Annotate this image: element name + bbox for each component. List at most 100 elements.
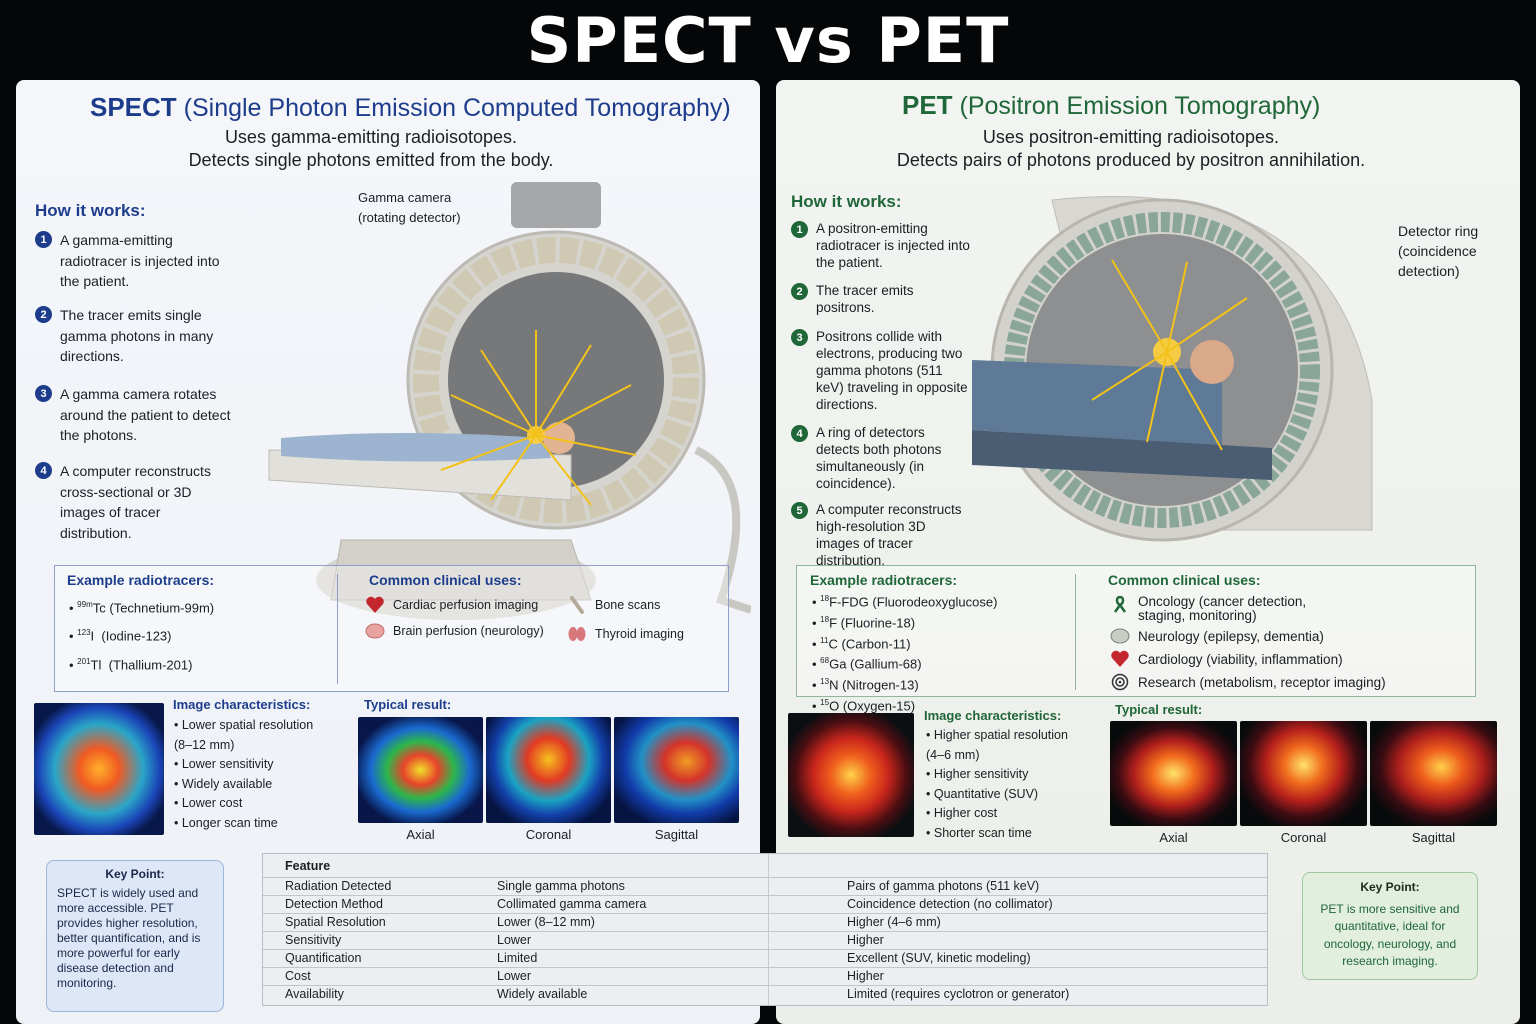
spect-step-3: 3 A gamma camera rotates around the pati… <box>35 384 235 446</box>
spect-result-heading: Typical result: <box>364 697 452 712</box>
table-cell: Pairs of gamma photons (511 keV) <box>847 879 1040 893</box>
patient-head <box>1190 340 1234 384</box>
use-item: Bone scans <box>567 596 660 614</box>
table-cell: Higher <box>847 933 884 947</box>
use-item: Brain perfusion (neurology) <box>365 622 544 640</box>
pet-uses-heading: Common clinical uses: <box>1108 572 1261 588</box>
table-cell: Radiation Detected <box>285 879 392 893</box>
tracer-mass: 18 <box>820 594 830 603</box>
table-row-rule <box>263 967 1267 968</box>
pet-step-3: 3 Positrons collide with electrons, prod… <box>791 328 971 413</box>
use-label: Thyroid imaging <box>595 627 684 641</box>
step-number: 1 <box>35 231 52 248</box>
pet-scanner-illustration <box>972 196 1373 542</box>
table-cell: Spatial Resolution <box>285 915 386 929</box>
char-item: Higher sensitivity <box>926 765 1086 785</box>
spect-coronal-scan <box>486 717 611 823</box>
char-item: Longer scan time <box>174 814 334 834</box>
use-label: Bone scans <box>595 598 661 612</box>
info-box-divider <box>1075 574 1076 690</box>
pet-step-2: 2 The tracer emits positrons. <box>791 282 971 316</box>
pet-subtitle: Uses positron-emitting radioisotopes. De… <box>816 126 1446 172</box>
table-cell: Widely available <box>497 987 588 1001</box>
key-point-heading: Key Point: <box>1360 880 1420 894</box>
step-text: A ring of detectors detects both photons… <box>816 425 942 491</box>
step-number: 4 <box>35 462 52 479</box>
spect-char-heading: Image characteristics: <box>173 697 311 712</box>
spect-how-heading: How it works: <box>35 201 146 220</box>
table-row: Cost Lower Higher <box>263 969 1267 987</box>
char-item: Lower cost <box>174 794 334 814</box>
spect-characteristic-scan <box>34 703 164 835</box>
tracer-item: • 13N (Nitrogen-13) <box>812 677 919 693</box>
brain-icon <box>365 623 385 639</box>
tracer-name: (Carbon-11) <box>841 635 911 651</box>
char-item: Higher spatial resolution (4–6 mm) <box>926 726 1086 765</box>
step-text: The tracer emits positrons. <box>816 283 914 315</box>
page-title: SPECT vs PET <box>526 4 1010 77</box>
key-point-heading: Key Point: <box>105 867 165 881</box>
tracer-symbol: Tc <box>92 600 106 616</box>
pet-coronal-scan <box>1240 721 1367 826</box>
step-number: 3 <box>791 329 808 346</box>
tracer-item: • 201Tl (Thallium-201) <box>69 656 193 672</box>
table-cell: Higher <box>847 969 884 983</box>
tracer-symbol: I <box>90 628 95 644</box>
tracer-item: • 123I (Iodine-123) <box>69 628 172 644</box>
table-cell: Lower <box>497 969 532 983</box>
use-item: Cardiac perfusion imaging <box>365 596 538 614</box>
use-item: Thyroid imaging <box>567 625 684 643</box>
use-item: Research (metabolism, receptor imaging) <box>1110 673 1386 691</box>
pet-subtitle-line-2: Detects pairs of photons produced by pos… <box>896 150 1366 170</box>
gantry-bore <box>448 272 664 488</box>
spect-subtitle-line-2: Detects single photons emitted from the … <box>188 150 554 170</box>
tracer-mass: 15 <box>820 698 830 708</box>
char-item: Quantitative (SUV) <box>926 785 1086 805</box>
spect-subtitle: Uses gamma-emitting radioisotopes. Detec… <box>56 126 686 172</box>
step-number: 1 <box>791 221 808 238</box>
tracer-name: (Oxygen-15) <box>842 698 916 714</box>
pet-how-heading: How it works: <box>791 192 902 211</box>
step-text: A positron-emitting radiotracer is injec… <box>816 221 970 270</box>
table-cell: Lower <box>497 933 532 947</box>
gamma-camera-head <box>511 182 601 228</box>
use-item: Neurology (epilepsy, dementia) <box>1110 627 1324 645</box>
tracer-item: • 68Ga (Gallium-68) <box>812 656 922 672</box>
tracer-mass: 11 <box>820 635 829 645</box>
use-label: Research (metabolism, receptor imaging) <box>1138 674 1386 690</box>
char-item: Shorter scan time <box>926 824 1086 844</box>
view-label-coronal: Coronal <box>1280 830 1327 845</box>
tracer-symbol: O <box>829 698 840 714</box>
tracer-name: (Gallium-68) <box>850 656 922 672</box>
table-cell: Quantification <box>285 951 362 965</box>
pet-step-5: 5 A computer reconstructs high-resolutio… <box>791 501 971 569</box>
use-label: Neurology (epilepsy, dementia) <box>1138 628 1324 644</box>
tracer-symbol: Ga <box>829 656 847 672</box>
table-cell: Excellent (SUV, kinetic modeling) <box>847 951 1031 965</box>
key-point-text: SPECT is widely used and more accessible… <box>57 886 201 990</box>
detector-blocks <box>413 237 699 523</box>
use-label: Cardiology (viability, inflammation) <box>1138 651 1343 667</box>
table-row: Detection Method Collimated gamma camera… <box>263 897 1267 915</box>
spect-step-1: 1 A gamma-emitting radiotracer is inject… <box>35 230 235 292</box>
pet-title-abbr: PET <box>902 90 953 120</box>
step-number: 5 <box>791 502 808 519</box>
tracer-symbol: N <box>829 677 839 693</box>
spect-axial-scan <box>358 717 483 823</box>
tracer-mass: 13 <box>820 677 830 687</box>
char-item: Lower sensitivity <box>174 755 334 775</box>
table-header-rule <box>263 877 1267 878</box>
table-row-rule <box>263 913 1267 914</box>
gamma-camera-label: Gamma camera (rotating detector) <box>358 190 461 225</box>
table-cell: Coincidence detection (no collimator) <box>847 897 1053 911</box>
spect-char-list: Lower spatial resolution (8–12 mm) Lower… <box>174 716 334 833</box>
table-row: Spatial Resolution Lower (8–12 mm) Highe… <box>263 915 1267 933</box>
comparison-table: Feature Radiation Detected Single gamma … <box>262 853 1268 1006</box>
use-label: Oncology (cancer detection, staging, mon… <box>1138 594 1307 623</box>
table-cell: Cost <box>285 969 311 983</box>
table-header: Feature <box>285 859 331 873</box>
table-cell: Limited (requires cyclotron or generator… <box>847 987 1070 1001</box>
tracer-mass: 201 <box>77 656 91 666</box>
patient-table <box>972 430 1272 480</box>
use-item: Cardiology (viability, inflammation) <box>1110 650 1343 668</box>
